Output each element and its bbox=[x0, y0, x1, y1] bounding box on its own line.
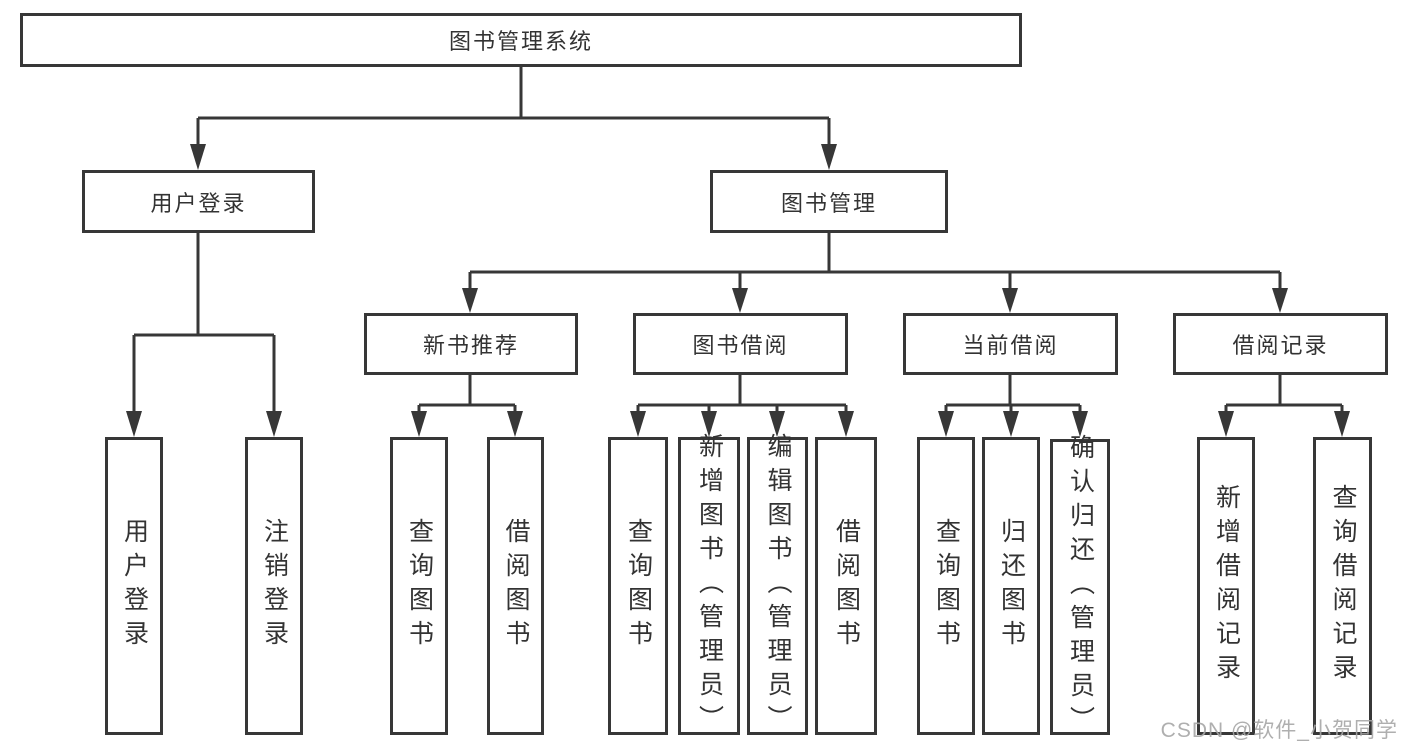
node-root: 图书管理系统 bbox=[20, 13, 1022, 67]
node-user-login: 用户登录 bbox=[82, 170, 315, 233]
leaf-add-books-admin: 新增图书（管理员） bbox=[678, 433, 740, 739]
edge-borrow-records-to-leaves bbox=[1224, 375, 1344, 414]
leaf-logout: 注销登录 bbox=[245, 437, 303, 735]
leaf-return-books: 归还图书 bbox=[982, 437, 1040, 735]
arrowheads bbox=[126, 144, 1350, 437]
edge-user-login-to-leaves bbox=[132, 233, 276, 414]
leaf-query-books-borrowing: 查询图书 bbox=[608, 437, 668, 735]
node-borrowing-records: 借阅记录 bbox=[1173, 313, 1388, 375]
node-book-borrowing: 图书借阅 bbox=[633, 313, 848, 375]
node-new-book-recommend: 新书推荐 bbox=[364, 313, 578, 375]
leaf-borrow-books: 借阅图书 bbox=[815, 437, 877, 735]
edge-current-borrow-to-leaves bbox=[944, 375, 1082, 414]
leaf-query-borrow-record: 查询借阅记录 bbox=[1313, 437, 1372, 735]
leaf-query-books-current: 查询图书 bbox=[917, 437, 975, 735]
leaf-query-books-recommend: 查询图书 bbox=[390, 437, 448, 735]
leaf-add-borrow-record: 新增借阅记录 bbox=[1197, 437, 1255, 735]
edge-root-to-level2 bbox=[196, 67, 831, 146]
edge-book-mgmt-to-level3 bbox=[468, 233, 1282, 292]
node-book-management: 图书管理 bbox=[710, 170, 948, 233]
leaf-edit-books-admin: 编辑图书（管理员） bbox=[747, 433, 808, 739]
node-current-borrowing: 当前借阅 bbox=[903, 313, 1118, 375]
leaf-user-login: 用户登录 bbox=[105, 437, 163, 735]
edge-new-books-to-leaves bbox=[417, 375, 517, 414]
edge-book-borrow-to-leaves bbox=[636, 375, 848, 414]
leaf-confirm-return-admin: 确认归还（管理员） bbox=[1050, 434, 1110, 740]
leaf-borrow-books-recommend: 借阅图书 bbox=[487, 437, 544, 735]
